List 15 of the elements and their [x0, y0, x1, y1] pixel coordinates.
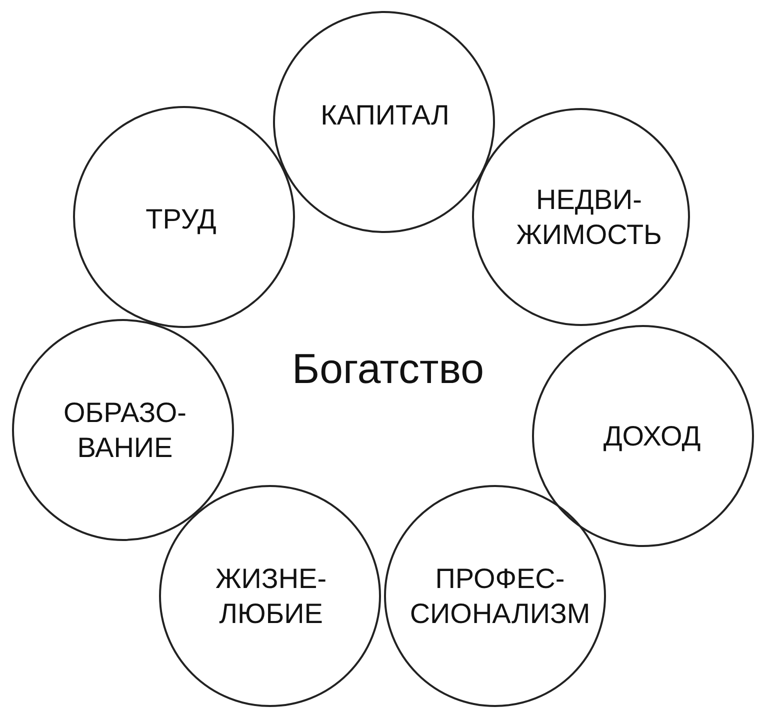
diagram-title: Богатство [292, 344, 484, 394]
node-label: ПРОФЕС- СИОНАЛИЗМ [410, 562, 590, 631]
node-label: ОБРАЗО- ВАНИЕ [63, 396, 187, 465]
circle-node [472, 108, 690, 326]
circle-node [159, 485, 381, 707]
node-label: НЕДВИ- ЖИМОСТЬ [516, 183, 662, 252]
node-label: ДОХОД [603, 420, 701, 454]
circle-node [532, 325, 754, 547]
circle-node [384, 485, 606, 707]
circle-node [12, 319, 234, 541]
node-label: ЖИЗНЕ- ЛЮБИЕ [215, 562, 327, 631]
node-label: КАПИТАЛ [320, 98, 450, 132]
circle-node [273, 11, 495, 233]
node-label: ТРУД [146, 202, 216, 236]
circle-node [73, 106, 295, 328]
